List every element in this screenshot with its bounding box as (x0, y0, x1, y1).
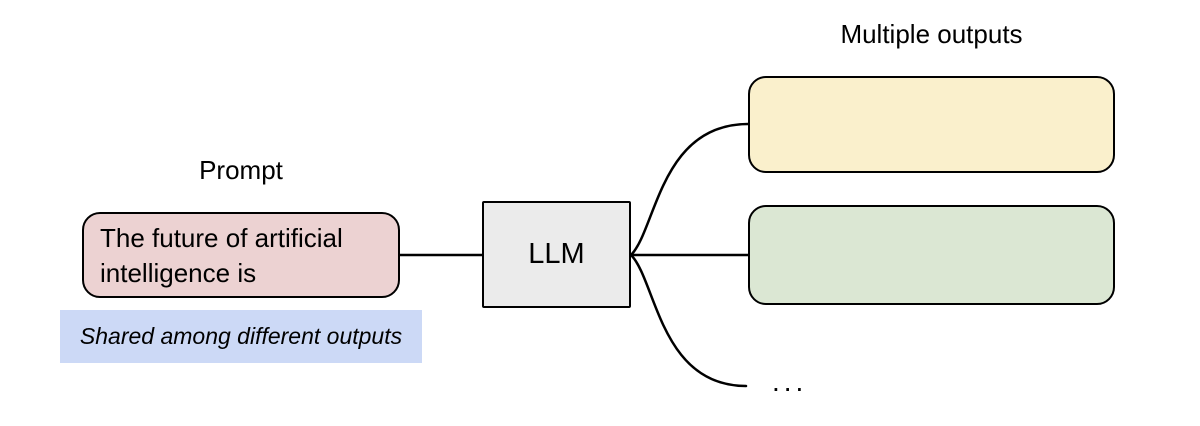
shared-note: Shared among different outputs (60, 310, 422, 363)
prompt-box: The future of artificial intelligence is (82, 212, 400, 298)
llm-to-output1-curve (629, 122, 750, 257)
llm-box: LLM (482, 201, 631, 308)
outputs-title: Multiple outputs (840, 19, 1023, 49)
prompt-text: The future of artificial intelligence is (100, 223, 343, 288)
prompt-title: Prompt (199, 155, 283, 185)
llm-to-more-outputs-curve (629, 253, 748, 388)
output-box-1 (748, 76, 1115, 173)
output-box-2 (748, 205, 1115, 305)
more-outputs-ellipsis: ... (772, 366, 808, 397)
